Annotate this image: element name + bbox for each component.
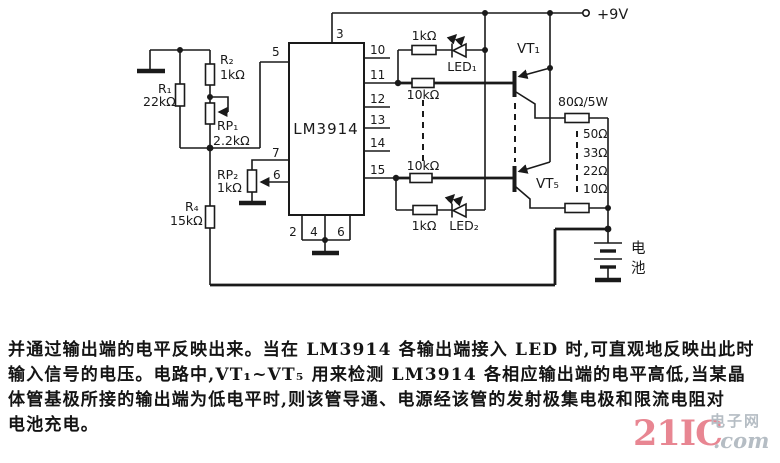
r2-value: 1kΩ — [220, 67, 245, 82]
vt1-label: VT₁ — [517, 41, 540, 57]
led2-label: LED₂ — [449, 218, 479, 233]
supply-label: +9V — [597, 7, 628, 23]
vt1-base-bar — [512, 71, 517, 97]
chain-r-10: 10Ω — [583, 182, 607, 196]
power-resistor-body — [564, 112, 590, 124]
vt5-label: VT₅ — [536, 176, 559, 192]
caption-line-1: 并通过输出端的电平反映出来。当在 LM3914 各输出端接入 LED 时,可直观… — [8, 340, 755, 360]
led2-triangle — [451, 202, 467, 219]
vt1-emitter — [517, 67, 551, 80]
pot-rp1-body — [204, 102, 216, 125]
caption-line-2: 输入信号的电压。电路中,VT₁~VT₅ 用来检测 LM3914 各相应输出端的电… — [8, 365, 746, 385]
led1-triangle — [451, 42, 467, 59]
pin2-label: 2 — [289, 225, 297, 239]
caption-line-4: 电池充电。 — [8, 415, 99, 435]
pin6-label: 6 — [273, 168, 281, 182]
led2-series-resistor-body — [412, 204, 438, 216]
led2-series-r-label: 1kΩ — [412, 218, 437, 233]
led1-label: LED₁ — [447, 59, 477, 74]
led1-symbol — [451, 42, 467, 59]
vt1-base-r-label: 10kΩ — [407, 87, 440, 102]
arrows — [217, 33, 551, 207]
junction-dots — [177, 10, 612, 243]
pin14-label: 14 — [370, 136, 385, 150]
pin10-label: 10 — [370, 43, 385, 57]
pin11-label: 11 — [370, 68, 385, 82]
resistor-bodies — [174, 44, 590, 229]
led2-light-arrow — [444, 193, 456, 205]
watermark-cn-text: 电子网 — [710, 412, 762, 430]
pin12-label: 12 — [370, 92, 385, 106]
led2-light-arrow — [452, 195, 464, 207]
pin6b-label: 6 — [337, 225, 345, 239]
chain-r-33: 33Ω — [583, 146, 607, 160]
rp1-name: RP₁ — [217, 118, 238, 133]
circuit-schematic: LM3914 — [137, 7, 646, 287]
r4-name: R₄ — [185, 199, 199, 214]
watermark-brand: 21IC — [633, 413, 723, 454]
led2-symbol — [451, 202, 467, 219]
vt5-base-resistor-body — [409, 172, 433, 184]
vt1-base-resistor-body — [411, 77, 435, 89]
rp2-name: RP₂ — [217, 167, 238, 182]
pin7-label: 7 — [272, 146, 280, 160]
vt5-collector-resistor-body — [564, 202, 590, 214]
pin15-label: 15 — [370, 163, 385, 177]
pot-rp2-body — [246, 169, 258, 193]
battery-symbol — [594, 242, 622, 269]
chain-r-50: 50Ω — [583, 127, 607, 141]
dashed-continuation-lines — [422, 100, 578, 192]
caption-text-block: 并通过输出端的电平反映出来。当在 LM3914 各输出端接入 LED 时,可直观… — [8, 338, 774, 438]
led1-series-resistor-body — [411, 44, 437, 56]
vt5-base-bar — [512, 166, 517, 192]
led1-light-arrow — [454, 35, 466, 47]
rp2-value: 1kΩ — [217, 180, 242, 195]
pin4-label: 4 — [310, 225, 318, 239]
resistor-r4-body — [204, 205, 216, 229]
r1-value: 22kΩ — [143, 94, 176, 109]
pin3-label: 3 — [336, 27, 344, 41]
vt5-base-r-label: 10kΩ — [407, 158, 440, 173]
pin5-label: 5 — [272, 45, 280, 59]
chain-r-22: 22Ω — [583, 164, 607, 178]
resistor-r2-body — [204, 63, 216, 86]
battery-label-2: 池 — [631, 260, 646, 277]
power-resistor-label: 80Ω/5W — [558, 94, 608, 109]
r4-value: 15kΩ — [170, 213, 203, 228]
caption-line-3: 体管基极所接的输出端为低电平时,则该管导通、电源经该管的发射极集电极和限流电阻对 — [8, 390, 725, 410]
21ic-watermark: 21IC 电子网 .com — [633, 410, 779, 462]
wires — [149, 12, 609, 285]
watermark-domain: .com — [713, 428, 770, 453]
ic-lm3914-body — [288, 42, 365, 216]
ground-symbols — [137, 68, 621, 283]
resistor-r1-body — [174, 83, 186, 107]
battery-label-1: 电 — [631, 240, 646, 257]
r1-name: R₁ — [158, 81, 172, 96]
vt5-emitter — [517, 161, 551, 174]
rp1-value: 2.2kΩ — [213, 133, 250, 148]
led1-light-arrow — [446, 33, 458, 45]
ic-lm3914-label: LM3914 — [293, 120, 358, 138]
r2-name: R₂ — [220, 52, 234, 67]
supply-terminal — [581, 9, 590, 18]
thick-wires — [210, 81, 608, 287]
led1-series-r-label: 1kΩ — [412, 28, 437, 43]
pin13-label: 13 — [370, 113, 385, 127]
